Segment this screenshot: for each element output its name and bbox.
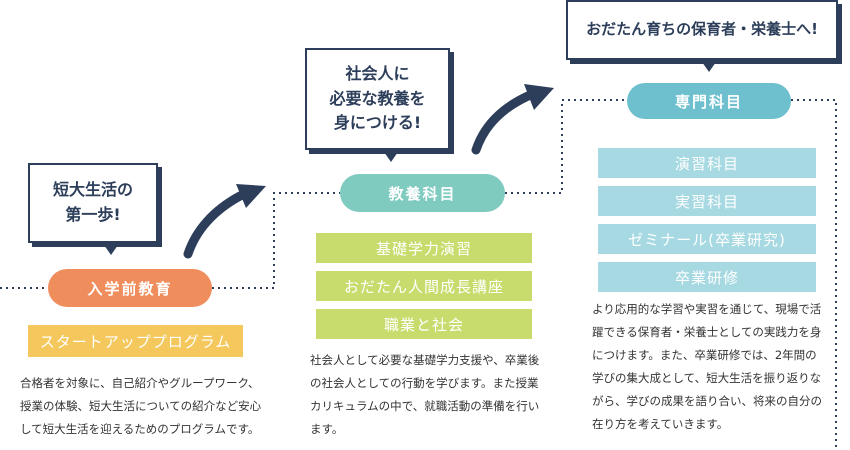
- stage3-item: 実習科目: [598, 186, 816, 216]
- stage3-item: ゼミナール(卒業研究): [598, 224, 816, 254]
- stage3-label: 専門科目: [627, 83, 791, 119]
- stage1-bubble: 短大生活の 第一歩!: [28, 163, 158, 243]
- stage2-item: 職業と社会: [316, 309, 532, 339]
- stage3-bubble: おだたん育ちの保育者・栄養士へ!: [566, 0, 838, 60]
- dotted-connector: [505, 99, 627, 194]
- stage3-item: 卒業研修: [598, 262, 816, 292]
- stage2-description: 社会人として必要な基礎学力支援や、卒業後の社会人としての行動を学びます。また授業…: [310, 353, 540, 436]
- stage1-label: 入学前教育: [48, 269, 212, 307]
- arrow-icon: [183, 184, 266, 259]
- dotted-connector: [791, 99, 837, 448]
- dotted-connector: [212, 192, 340, 289]
- stage3-item: 演習科目: [598, 148, 816, 178]
- arrow-icon: [471, 84, 554, 155]
- stage1-item: スタートアッププログラム: [28, 325, 243, 357]
- stage2-bubble: 社会人に 必要な教養を 身につける!: [305, 48, 450, 150]
- stage1-bubble-tail: [104, 245, 118, 255]
- stage2-item: おだたん人間成長講座: [316, 271, 532, 301]
- stage1-description: 合格者を対象に、自己紹介やグループワーク、授業の体験、短大生活についての紹介など…: [20, 376, 262, 436]
- stage3-description: より応用的な学習や実習を通じて、現場で活躍できる保育者・栄養士としての実践力を身…: [592, 302, 822, 431]
- stage3-bubble-tail: [702, 62, 716, 72]
- stage2-bubble-tail: [384, 152, 398, 162]
- stage2-item: 基礎学力演習: [316, 233, 532, 263]
- stage2-label: 教養科目: [340, 174, 505, 212]
